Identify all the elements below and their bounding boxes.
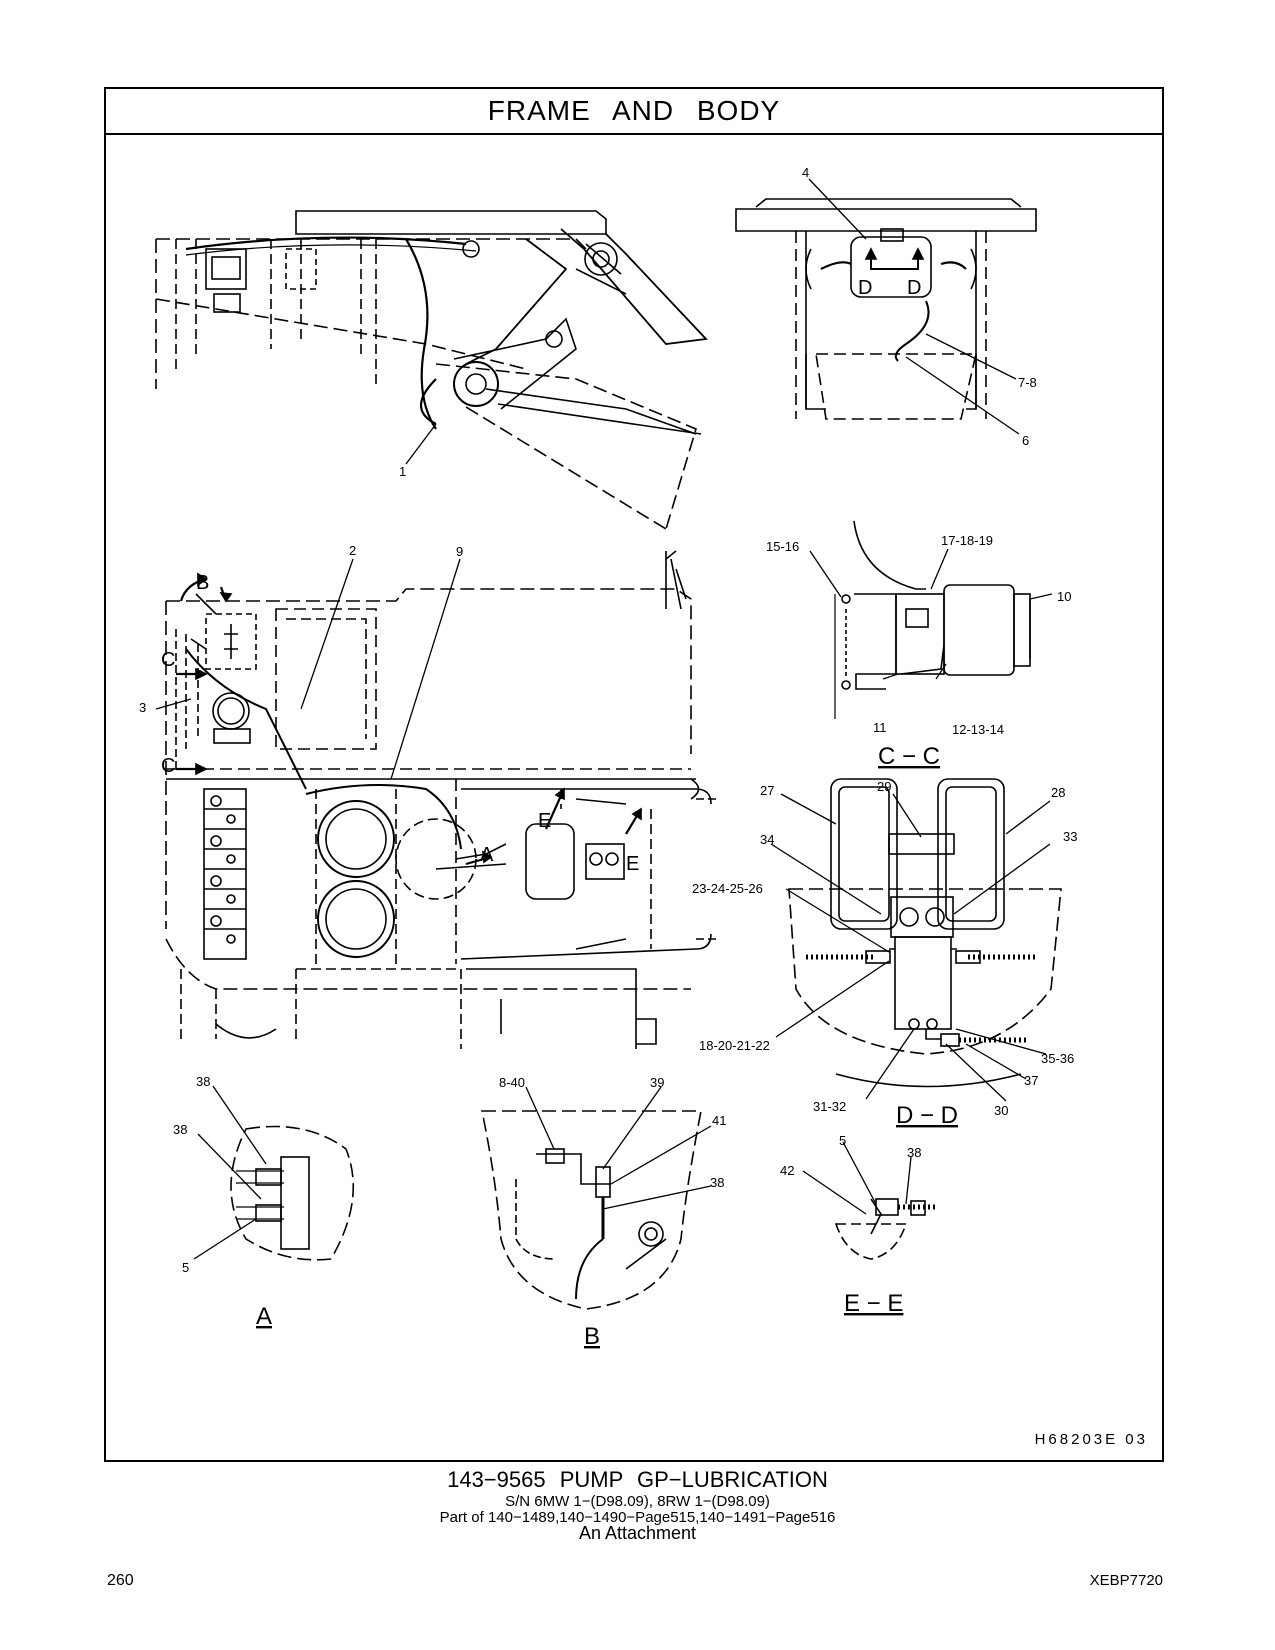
callout-38-e: 38 xyxy=(907,1145,921,1160)
leader-lines xyxy=(155,178,1053,1260)
callout-5-e: 5 xyxy=(839,1133,846,1148)
callout-5-a: 5 xyxy=(182,1260,189,1275)
view-label-c-c: C − C xyxy=(878,743,940,770)
callout-35-36: 35-36 xyxy=(1041,1051,1074,1066)
marker-e-left: E xyxy=(538,810,551,832)
callout-8-40: 8-40 xyxy=(499,1075,525,1090)
callout-42: 42 xyxy=(780,1163,794,1178)
callout-12-13-14: 12-13-14 xyxy=(952,722,1004,737)
callout-15-16: 15-16 xyxy=(766,539,799,554)
callout-9: 9 xyxy=(456,544,463,559)
part-of-reference: Part of 140−1489,140−1490−Page515,140−14… xyxy=(439,1509,836,1526)
boom-side-view xyxy=(155,210,708,530)
document-id: XEBP7720 xyxy=(1089,1572,1163,1589)
marker-d-left: D xyxy=(858,277,872,299)
marker-b: B xyxy=(196,572,209,594)
drawing-frame: FRAME AND BODY xyxy=(104,87,1164,1462)
callout-10: 10 xyxy=(1057,589,1071,604)
callout-38-a1: 38 xyxy=(196,1074,210,1089)
marker-e-right: E xyxy=(626,853,639,875)
lubrication-pump-illustration: 4 7-8 6 1 2 9 3 15-16 17-18-19 10 11 12-… xyxy=(139,165,1077,1350)
callout-1: 1 xyxy=(399,464,406,479)
callout-38-a2: 38 xyxy=(173,1122,187,1137)
callout-30: 30 xyxy=(994,1103,1008,1118)
callout-2: 2 xyxy=(349,543,356,558)
callout-17-18-19: 17-18-19 xyxy=(941,533,993,548)
callout-31-32: 31-32 xyxy=(813,1099,846,1114)
plan-view xyxy=(165,550,716,1049)
callout-29: 29 xyxy=(877,779,891,794)
page-title: FRAME AND BODY xyxy=(106,89,1162,135)
part-title: 143−9565 PUMP GP−LUBRICATION xyxy=(447,1467,828,1492)
view-label-b: B xyxy=(584,1323,600,1350)
view-ee xyxy=(834,1198,936,1260)
view-cc xyxy=(834,520,1031,719)
view-label-e-e: E − E xyxy=(844,1290,903,1317)
marker-c-lower: C xyxy=(161,755,175,777)
callout-41: 41 xyxy=(712,1113,726,1128)
callout-11: 11 xyxy=(873,720,887,735)
callout-3: 3 xyxy=(139,700,146,715)
callout-6: 6 xyxy=(1022,433,1029,448)
drawing-code: H68203E 03 xyxy=(1034,1431,1148,1448)
marker-a: A xyxy=(480,844,494,866)
callout-37: 37 xyxy=(1024,1073,1038,1088)
callout-7-8: 7-8 xyxy=(1018,375,1037,390)
callout-23-24-25-26: 23-24-25-26 xyxy=(692,881,763,896)
page-number: 260 xyxy=(107,1572,134,1589)
view-dd xyxy=(788,778,1062,1088)
callout-4: 4 xyxy=(802,165,809,180)
rear-view xyxy=(735,198,1037,420)
view-label-d-d: D − D xyxy=(896,1102,958,1129)
callout-28: 28 xyxy=(1051,785,1065,800)
marker-d-right: D xyxy=(907,277,921,299)
marker-c-upper: C xyxy=(161,649,175,671)
callout-38-b: 38 xyxy=(710,1175,724,1190)
attachment-note: An Attachment xyxy=(578,1523,697,1543)
callout-27: 27 xyxy=(760,783,774,798)
callout-18-20-21-22: 18-20-21-22 xyxy=(699,1038,770,1053)
view-b xyxy=(481,1110,702,1310)
serial-numbers: S/N 6MW 1−(D98.09), 8RW 1−(D98.09) xyxy=(505,1493,770,1510)
view-label-a: A xyxy=(256,1303,272,1330)
callout-39: 39 xyxy=(650,1075,664,1090)
callout-33: 33 xyxy=(1063,829,1077,844)
view-a xyxy=(230,1125,355,1261)
callout-34: 34 xyxy=(760,832,774,847)
